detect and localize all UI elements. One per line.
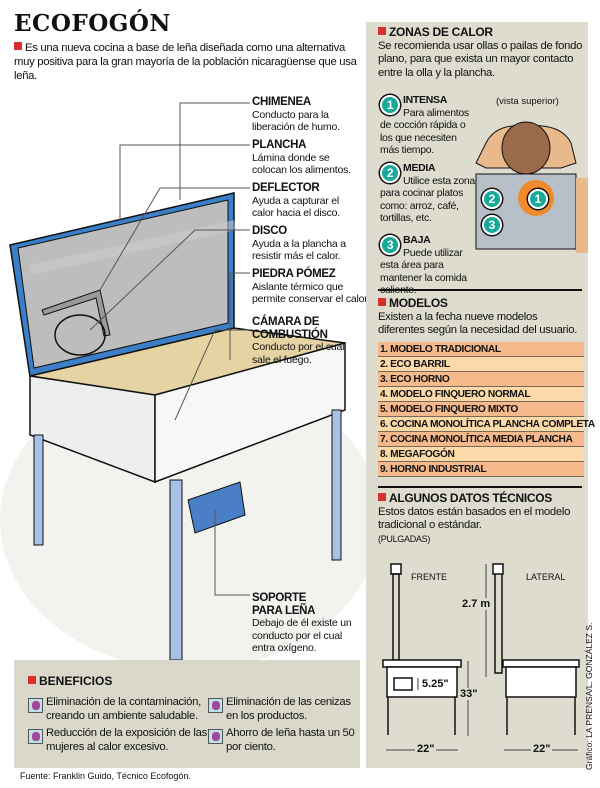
benefit-item: Ahorro de leña hasta un 50 por ciento.	[208, 727, 358, 754]
model-item: 6. COCINA MONOLÍTICA PLANCHA COMPLETA	[378, 417, 595, 432]
zone-number-icon: 1	[380, 95, 400, 115]
source: Fuente: Franklin Guido, Técnico Ecofogón…	[20, 771, 191, 781]
model-item: 2. ECO BARRIL	[378, 357, 584, 372]
model-item: 1. MODELO TRADICIONAL	[378, 342, 584, 357]
intro: Es una nueva cocina a base de leña diseñ…	[14, 42, 357, 82]
model-item: 9. HORNO INDUSTRIAL	[378, 462, 584, 477]
datos-section: ALGUNOS DATOS TÉCNICOS Estos datos están…	[378, 491, 571, 544]
heat-icon	[28, 729, 43, 744]
credit: Gráfico: LA PRENSA/L. GONZÁLEZ S.	[584, 622, 594, 770]
model-item: 8. MEGAFOGÓN	[378, 447, 584, 462]
front-label: FRENTE	[411, 572, 447, 582]
side-width-dimension: 22"	[531, 743, 553, 755]
view-label: (vista superior)	[496, 96, 559, 107]
divider	[378, 486, 582, 488]
bullet-icon	[378, 298, 386, 306]
model-item: 5. MODELO FINQUERO MIXTO	[378, 402, 584, 417]
models-list: 1. MODELO TRADICIONAL 2. ECO BARRIL 3. E…	[378, 342, 595, 477]
front-width-dimension: 22"	[415, 743, 437, 755]
side-panel: ZONAS DE CALOR Se recomienda usar ollas …	[366, 22, 595, 768]
bullet-icon	[378, 27, 386, 35]
zone-number-icon: 3	[380, 235, 400, 255]
divider	[378, 289, 582, 291]
opening-dimension: 5.25"	[422, 678, 449, 690]
chimney-height: 2.7 m	[462, 598, 491, 610]
zonas-section: ZONAS DE CALOR Se recomienda usar ollas …	[378, 25, 583, 79]
zone-3-marker: 3	[482, 215, 502, 235]
model-item: 7. COCINA MONOLÍTICA MEDIA PLANCHA	[378, 432, 584, 447]
bullet-icon	[14, 42, 22, 50]
bullet-icon	[378, 493, 386, 501]
benefits-panel: BENEFICIOS Eliminación de la contaminaci…	[14, 660, 360, 768]
zone-2-marker: 2	[482, 189, 502, 209]
top-view-illustration	[475, 121, 588, 253]
benefit-item: Reducción de la exposición de las mujere…	[28, 727, 208, 754]
zone-1-marker: 1	[528, 189, 548, 209]
firewood-support	[187, 481, 246, 534]
technical-drawing	[382, 563, 580, 751]
ashes-icon	[208, 698, 223, 713]
bullet-icon	[28, 676, 36, 684]
benefit-item: Eliminación de las cenizas en los produc…	[208, 696, 358, 723]
side-label: LATERAL	[526, 572, 566, 582]
zone-number-icon: 2	[380, 163, 400, 183]
modelos-section: MODELOS Existen a la fecha nueve modelos…	[378, 296, 578, 336]
page-title: ECOFOGÓN	[14, 10, 171, 37]
stove-illustration	[0, 102, 370, 665]
height-dimension: 33"	[460, 688, 478, 700]
benefit-item: Eliminación de la contaminación, creando…	[28, 696, 218, 723]
firewood-icon	[208, 729, 223, 744]
pollution-icon	[28, 698, 43, 713]
disc	[54, 314, 106, 356]
model-item: 4. MODELO FINQUERO NORMAL	[378, 387, 584, 402]
model-item: 3. ECO HORNO	[378, 372, 584, 387]
